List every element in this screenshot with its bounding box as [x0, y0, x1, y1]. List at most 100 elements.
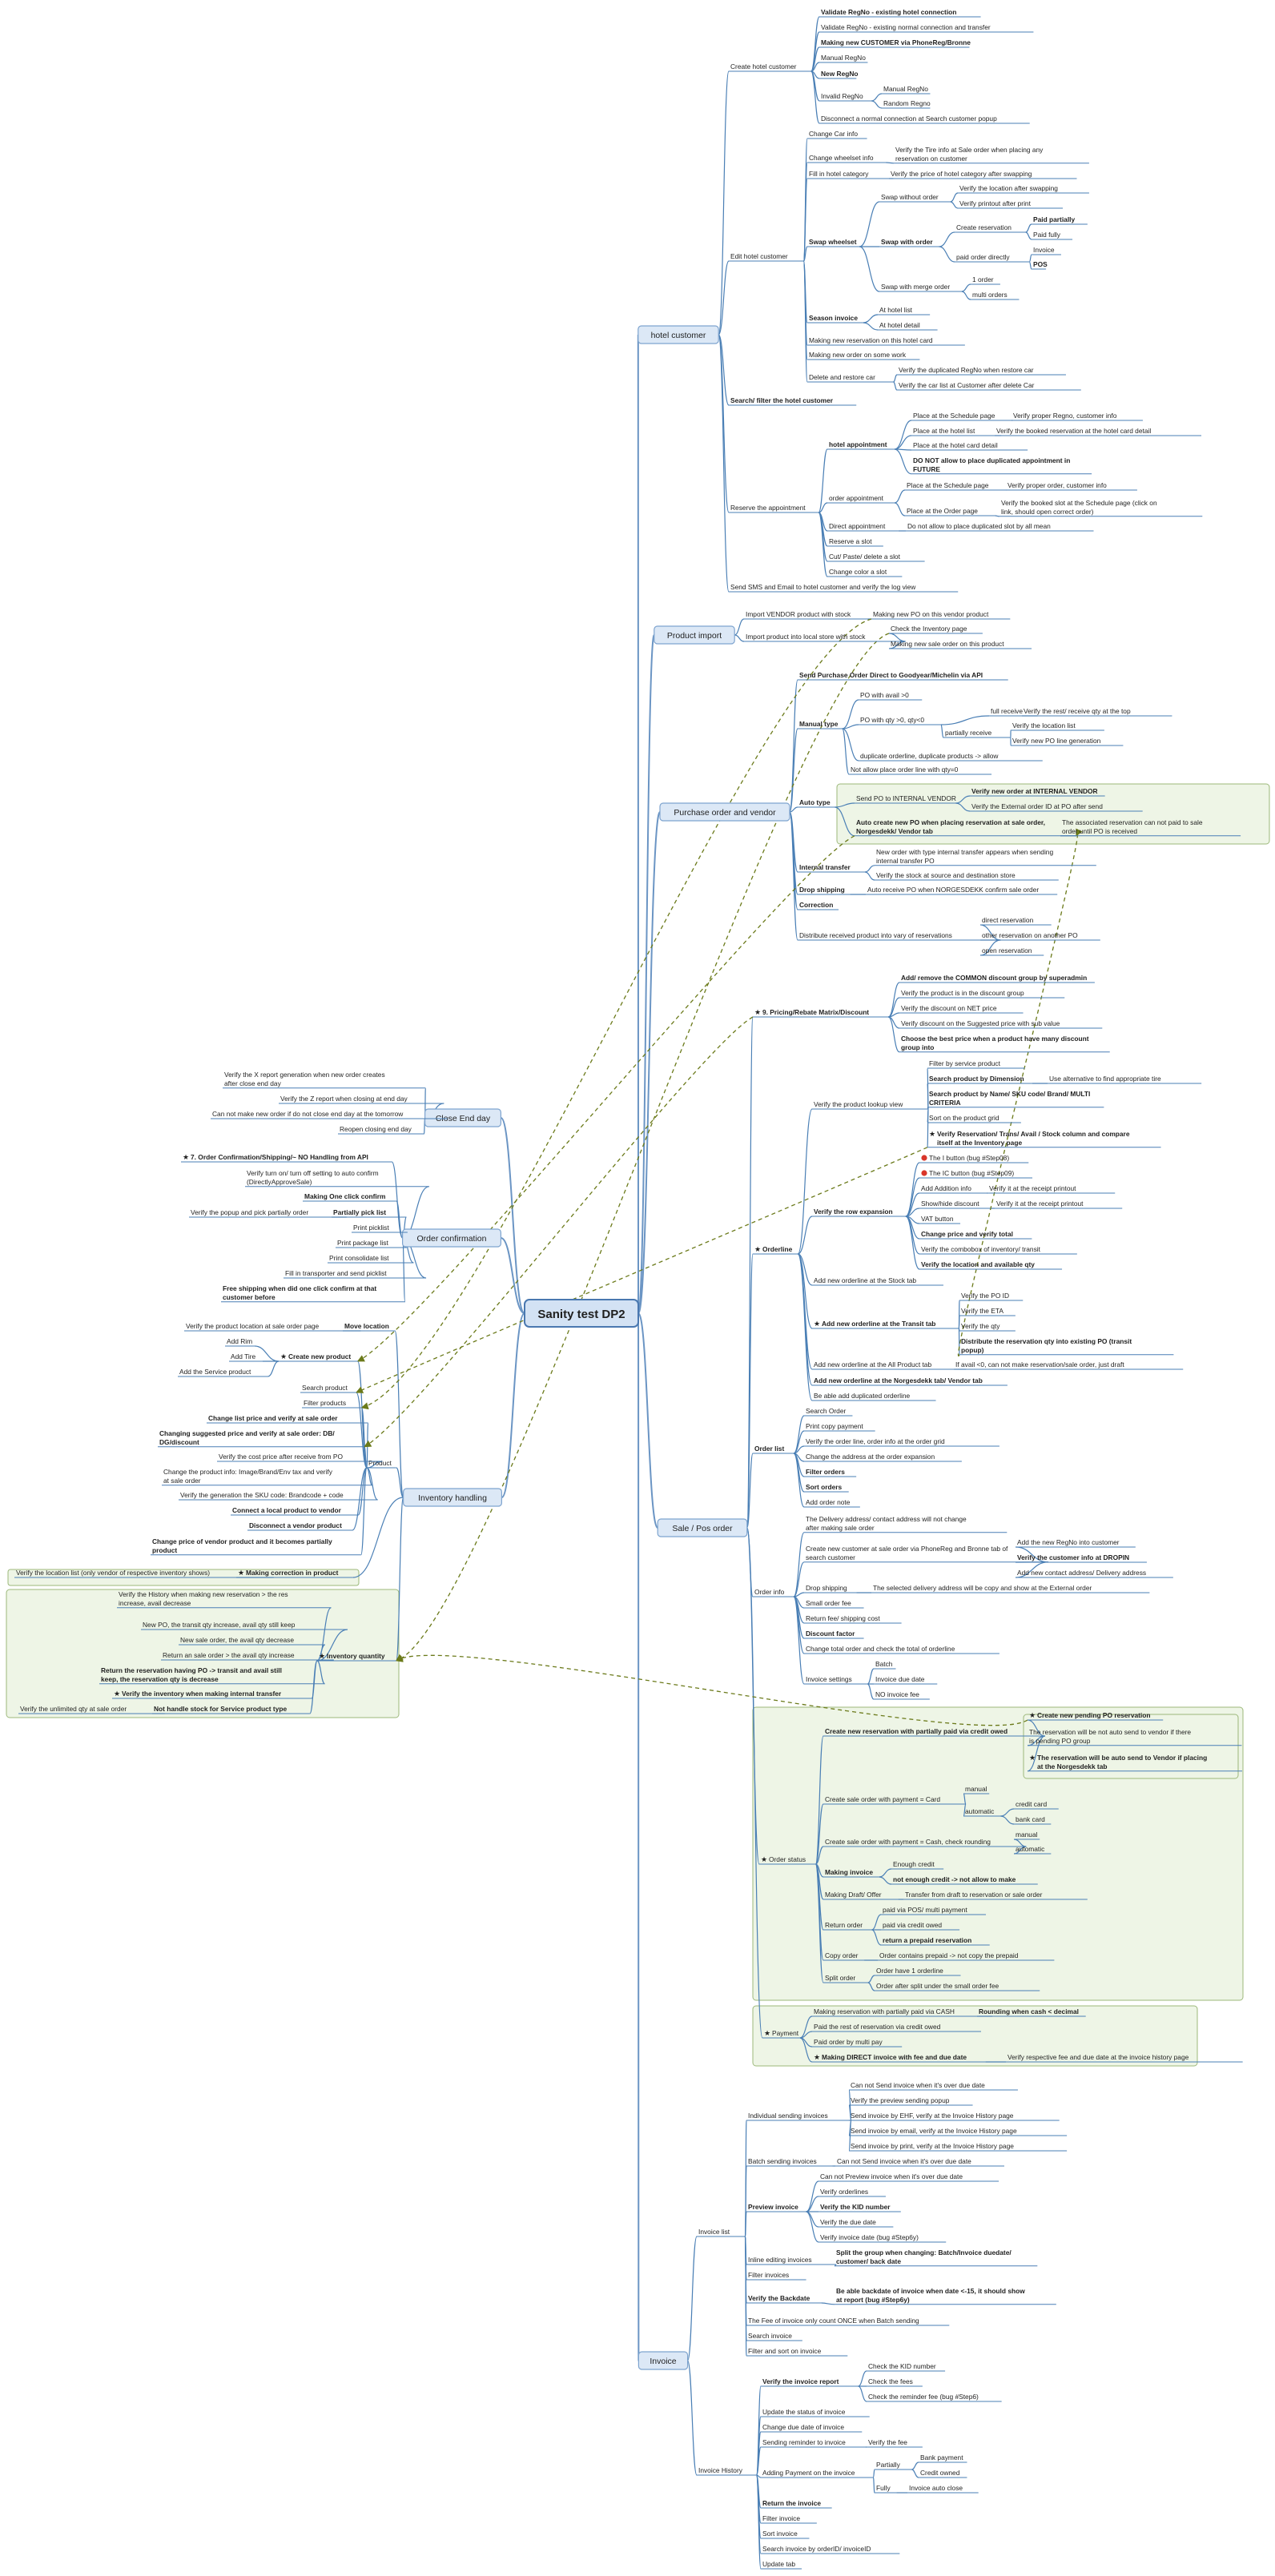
- node-u-dup[interactable]: duplicate orderline, duplicate products …: [859, 752, 1043, 762]
- node-s-stock[interactable]: Add new orderline at the Stock tab: [812, 1276, 943, 1286]
- main-confirm[interactable]: Order confirmation: [402, 1228, 502, 1248]
- node-s-man2[interactable]: manual: [1014, 1831, 1040, 1840]
- node-i-partial[interactable]: Partially: [875, 2461, 912, 2470]
- node-s-sname[interactable]: Search product by Name/ SKU code/ Brand/…: [927, 1090, 1104, 1108]
- node-i-backdate[interactable]: Verify the Backdate: [746, 2294, 822, 2304]
- node-h-one[interactable]: 1 order: [971, 275, 1000, 285]
- node-u-qty[interactable]: PO with qty >0, qty<0: [859, 716, 941, 725]
- node-s-vdrop[interactable]: Verify the customer info at DROPIN: [1016, 1553, 1147, 1563]
- node-s-due[interactable]: Invoice due date: [874, 1675, 938, 1685]
- node-s-ibtn[interactable]: The I button (bug #Step08): [919, 1154, 1029, 1163]
- node-s-sdim[interactable]: Search product by Dimension: [927, 1075, 1033, 1084]
- node-p-vendor[interactable]: Import VENDOR product with stock: [744, 610, 868, 620]
- node-v-qty[interactable]: ★Inventory quantity: [317, 1652, 396, 1662]
- node-s-addr[interactable]: Change the address at the order expansio…: [804, 1453, 962, 1462]
- node-h-manual[interactable]: Manual RegNo: [819, 54, 868, 63]
- node-u-manual[interactable]: Manual type: [798, 720, 843, 729]
- node-h-neworder[interactable]: Making new order on some work: [807, 351, 920, 360]
- node-s-status[interactable]: ★Order status: [759, 1855, 816, 1865]
- node-s-orderline[interactable]: ★Orderline: [753, 1245, 798, 1255]
- node-u-newtrans[interactable]: New order with type internal transfer ap…: [875, 848, 1096, 866]
- node-u-partial[interactable]: partially receive: [943, 729, 1011, 738]
- node-s-ppos[interactable]: paid via POS/ multi payment: [881, 1906, 987, 1915]
- node-h-newres[interactable]: Making new reservation on this hotel car…: [807, 336, 965, 346]
- node-v-hist[interactable]: Verify the History when making new reser…: [117, 1590, 332, 1609]
- node-i-return[interactable]: Return the invoice: [761, 2499, 832, 2509]
- node-i-kid[interactable]: Verify the KID number: [818, 2203, 901, 2212]
- node-s-vfee[interactable]: Verify respective fee and due date at th…: [1006, 2053, 1243, 2063]
- node-p-makepo[interactable]: Making new PO on this vendor product: [871, 610, 1011, 620]
- node-v-connect[interactable]: Connect a local product to vendor: [231, 1506, 359, 1516]
- node-s-ifavail[interactable]: If avail <0, can not make reservation/sa…: [954, 1360, 1184, 1370]
- node-i-bank[interactable]: Bank payment: [919, 2453, 967, 2463]
- node-i-fully[interactable]: Fully: [875, 2484, 897, 2494]
- node-s-card[interactable]: Create sale order with payment = Card: [823, 1795, 967, 1805]
- node-u-dist[interactable]: Distribute received product into vary of…: [798, 931, 1001, 941]
- node-u-corr[interactable]: Correction: [798, 901, 839, 910]
- node-h-edit[interactable]: Edit hotel customer: [729, 252, 804, 262]
- node-v-nostock[interactable]: Not handle stock for Service product typ…: [152, 1705, 310, 1714]
- node-s-after[interactable]: Order after split under the small order …: [875, 1982, 1040, 1991]
- node-s-notenough[interactable]: not enough credit -> not allow to make: [891, 1875, 1038, 1885]
- node-h-direct[interactable]: Direct appointment: [827, 522, 899, 532]
- node-s-enough[interactable]: Enough credit: [891, 1860, 944, 1870]
- node-u-vstock[interactable]: Verify the stock at source and destinati…: [875, 871, 1059, 881]
- node-i-cannotp[interactable]: Can not Preview invoice when it's over d…: [818, 2172, 999, 2182]
- node-h-swapwo[interactable]: Swap without order: [879, 193, 951, 203]
- node-h-nodup[interactable]: DO NOT allow to place duplicated appoint…: [911, 456, 1092, 475]
- node-s-chtotal[interactable]: Change total order and check the total o…: [804, 1645, 999, 1654]
- node-h-random[interactable]: Random Regno: [882, 99, 931, 109]
- node-h-merge[interactable]: Swap with merge order: [879, 283, 962, 292]
- node-i-prev[interactable]: Preview invoice: [746, 2203, 806, 2212]
- node-h-createres[interactable]: Create reservation: [955, 223, 1026, 233]
- node-s-icbtn[interactable]: The IC button (bug #Step09): [919, 1169, 1033, 1179]
- node-s-fserv[interactable]: Filter by service product: [927, 1059, 1025, 1069]
- node-i-chdue[interactable]: Change due date of invoice: [761, 2423, 863, 2433]
- node-s-notauto[interactable]: The reservation will be not auto send to…: [1028, 1728, 1242, 1746]
- node-s-cash[interactable]: Create sale order with payment = Cash, c…: [823, 1838, 1027, 1847]
- node-s-dfactor[interactable]: Discount factor: [804, 1630, 864, 1639]
- node-s-draft[interactable]: Making Draft/ Offer: [823, 1891, 899, 1900]
- node-s-batch[interactable]: Batch: [874, 1660, 896, 1670]
- node-i-cannot[interactable]: Can not Send invoice when it's over due …: [849, 2081, 1018, 2091]
- node-u-send[interactable]: Send Purchase Order Direct to Goodyear/M…: [798, 671, 1008, 681]
- node-i-email[interactable]: Send invoice by email, verify at the Inv…: [849, 2127, 1068, 2136]
- node-s-transit[interactable]: ★Add new orderline at the Transit tab: [812, 1320, 959, 1329]
- node-s-vnet[interactable]: Verify the discount on NET price: [899, 1004, 1024, 1014]
- node-v-tire[interactable]: Add Tire: [229, 1352, 263, 1362]
- node-s-retorder[interactable]: Return order: [823, 1921, 872, 1931]
- node-h-pcard[interactable]: Place at the hotel card detail: [911, 441, 1028, 451]
- node-u-auto[interactable]: Auto type: [798, 798, 835, 808]
- node-h-orderapp[interactable]: order appointment: [827, 494, 895, 504]
- node-h-verifycat[interactable]: Verify the price of hotel category after…: [889, 170, 1077, 179]
- node-h-vtransfer[interactable]: Validate RegNo - existing normal connect…: [819, 23, 1034, 33]
- node-s-bcard[interactable]: bank card: [1014, 1815, 1052, 1825]
- node-o-partial[interactable]: Partially pick list: [332, 1208, 407, 1218]
- node-h-vorder[interactable]: Verify proper order, customer info: [1006, 481, 1137, 491]
- node-u-other[interactable]: other reservation on another PO: [980, 931, 1100, 941]
- node-s-autosend[interactable]: ★The reservation will be auto send to Ve…: [1028, 1754, 1243, 1772]
- node-s-dinv[interactable]: ★Making DIRECT invoice with fee and due …: [812, 2053, 986, 2063]
- node-i-bdrule[interactable]: Be able backdate of invoice when date <-…: [835, 2287, 1056, 2305]
- node-h-multi[interactable]: multi orders: [971, 291, 1020, 300]
- node-u-open[interactable]: open reservation: [980, 946, 1044, 956]
- node-s-round[interactable]: Rounding when cash < decimal: [977, 2007, 1086, 2017]
- node-s-return[interactable]: Return fee/ shipping cost: [804, 1614, 902, 1624]
- node-i-feeonce[interactable]: The Fee of invoice only count ONCE when …: [746, 2317, 950, 2326]
- node-s-vr1[interactable]: Verify it at the receipt printout: [987, 1184, 1116, 1194]
- node-u-drop[interactable]: Drop shipping: [798, 886, 851, 895]
- node-h-search[interactable]: Search/ filter the hotel customer: [729, 396, 857, 406]
- node-s-orderlist[interactable]: Order list: [753, 1445, 794, 1454]
- node-h-pfull[interactable]: Paid fully: [1032, 231, 1073, 240]
- node-i-upd[interactable]: Update the status of invoice: [761, 2408, 870, 2417]
- main-invoice[interactable]: Invoice: [638, 2351, 689, 2370]
- main-sale[interactable]: Sale / Pos order: [657, 1518, 748, 1537]
- node-i-vol[interactable]: Verify orderlines: [818, 2188, 886, 2197]
- node-s-dropship[interactable]: Drop shipping: [804, 1584, 857, 1593]
- node-h-disconnect[interactable]: Disconnect a normal connection at Search…: [819, 115, 1030, 124]
- node-s-sorto[interactable]: Sort orders: [804, 1483, 849, 1493]
- node-s-createc[interactable]: Create new customer at sale order via Ph…: [804, 1545, 1049, 1563]
- node-u-vext[interactable]: Verify the External order ID at PO after…: [970, 802, 1143, 812]
- node-u-rest[interactable]: Verify the rest/ receive qty at the top: [1022, 707, 1172, 717]
- node-i-vprev[interactable]: Verify the preview sending popup: [849, 2096, 973, 2106]
